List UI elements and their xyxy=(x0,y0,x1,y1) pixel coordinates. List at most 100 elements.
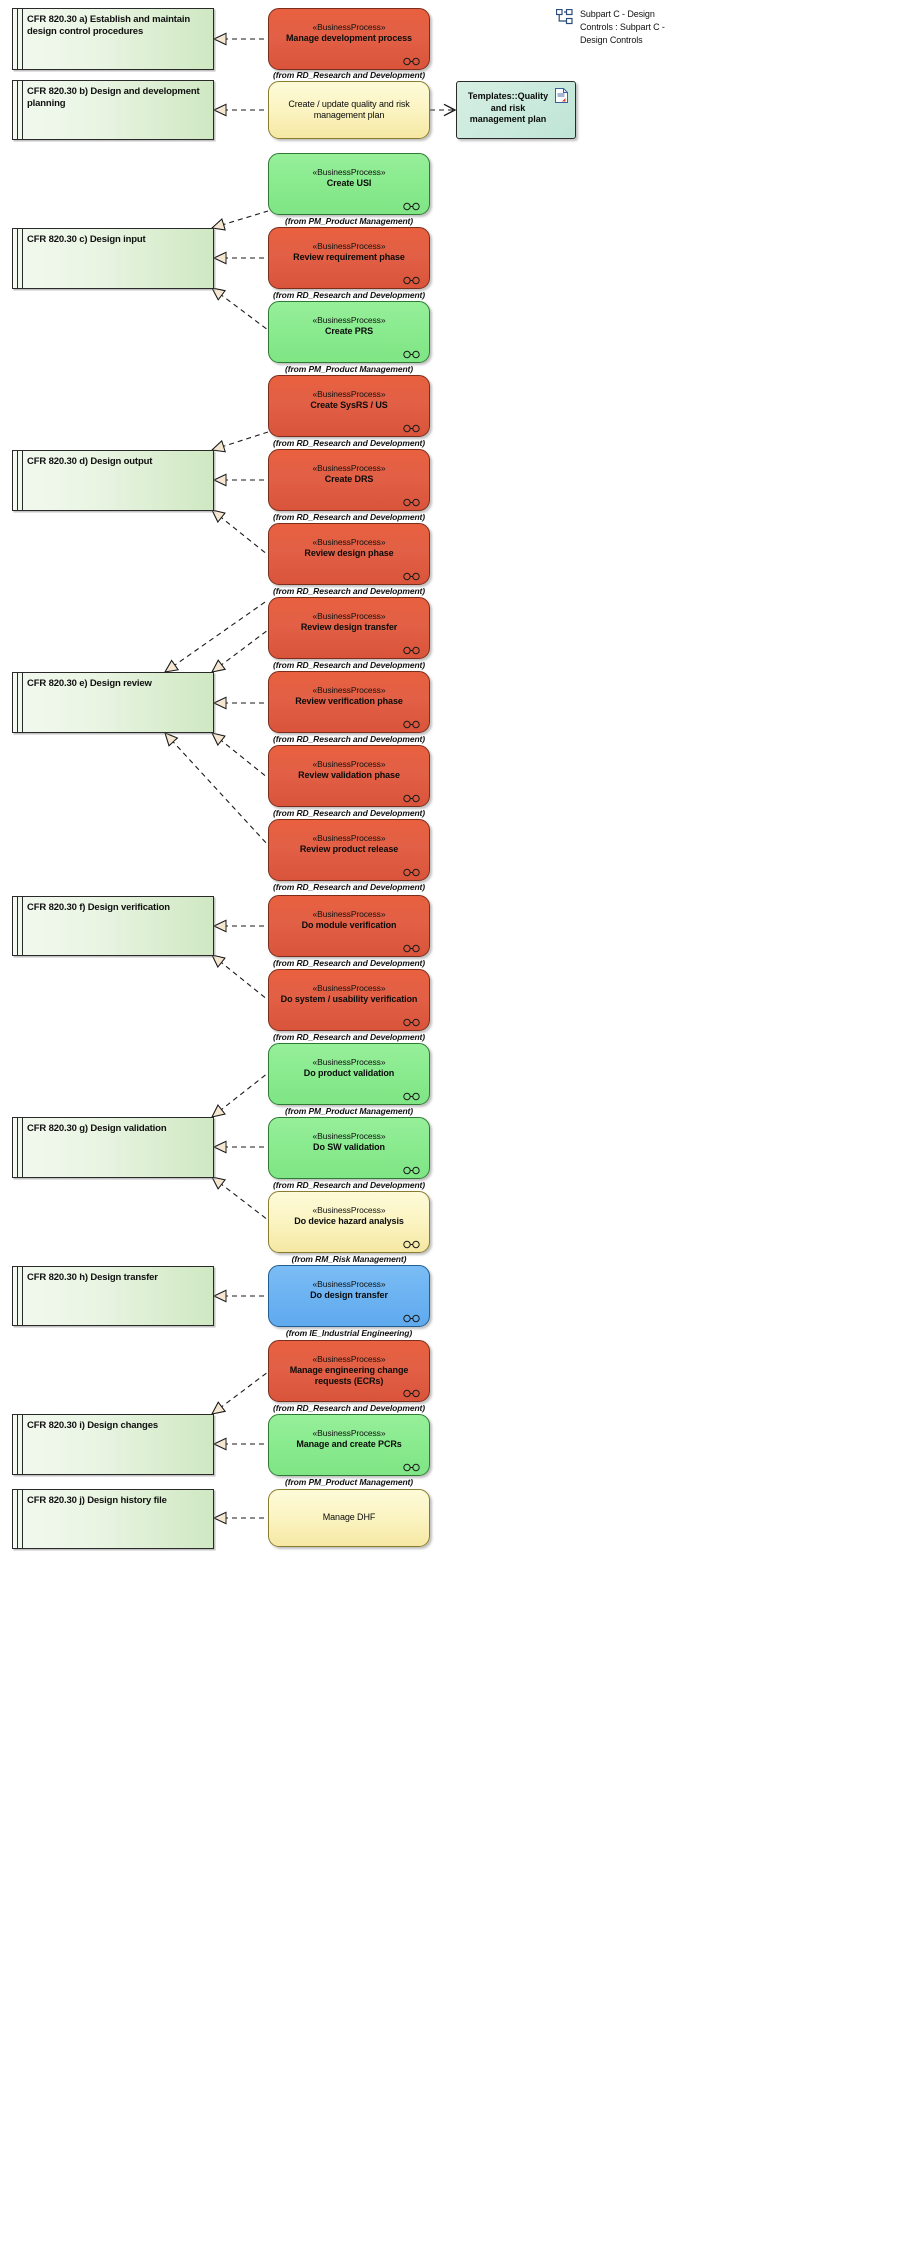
stereotype-label: «BusinessProcess» xyxy=(312,1205,386,1215)
requirement-box-f[interactable]: CFR 820.30 f) Design verification xyxy=(12,896,214,956)
from-package-caption: (from RD_Research and Development) xyxy=(273,808,425,818)
process-name: Review requirement phase xyxy=(293,251,405,262)
requirement-gutter xyxy=(13,229,23,288)
requirement-box-b[interactable]: CFR 820.30 b) Design and development pla… xyxy=(12,80,214,140)
requirement-gutter xyxy=(13,81,23,139)
business-process-icon xyxy=(403,1310,420,1323)
requirement-box-i[interactable]: CFR 820.30 i) Design changes xyxy=(12,1414,214,1475)
process-name: Do device hazard analysis xyxy=(294,1215,404,1226)
process-node-do-design-transfer[interactable]: «BusinessProcess» Do design transfer xyxy=(268,1265,430,1327)
diagram-title-legend: Subpart C - Design Controls : Subpart C … xyxy=(555,8,676,47)
business-process-icon xyxy=(403,1459,420,1472)
stereotype-label: «BusinessProcess» xyxy=(312,685,386,695)
from-package-caption: (from PM_Product Management) xyxy=(284,216,414,226)
stereotype-label: «BusinessProcess» xyxy=(312,241,386,251)
process-node-review-design-transfer[interactable]: «BusinessProcess» Review design transfer xyxy=(268,597,430,659)
from-package-caption: (from PM_Product Management) xyxy=(284,1106,414,1116)
stereotype-label: «BusinessProcess» xyxy=(312,1279,386,1289)
requirement-gutter xyxy=(13,1267,23,1325)
from-package-caption: (from IE_Industrial Engineering) xyxy=(285,1328,413,1338)
process-name: Manage engineering change requests (ECRs… xyxy=(289,1364,409,1386)
process-node-do-product-validation[interactable]: «BusinessProcess» Do product validation xyxy=(268,1043,430,1105)
process-node-do-sw-validation[interactable]: «BusinessProcess» Do SW validation xyxy=(268,1117,430,1179)
process-node-create-sysrs-us[interactable]: «BusinessProcess» Create SysRS / US xyxy=(268,375,430,437)
process-node-manage-and-create-pcrs[interactable]: «BusinessProcess» Manage and create PCRs xyxy=(268,1414,430,1476)
requirement-box-g[interactable]: CFR 820.30 g) Design validation xyxy=(12,1117,214,1178)
business-process-icon xyxy=(403,864,420,877)
process-name: Review verification phase xyxy=(295,695,403,706)
business-process-icon xyxy=(403,420,420,433)
from-package-caption: (from RD_Research and Development) xyxy=(273,1180,425,1190)
package-diagram-icon xyxy=(555,8,573,25)
process-node-review-product-release[interactable]: «BusinessProcess» Review product release xyxy=(268,819,430,881)
stereotype-label: «BusinessProcess» xyxy=(312,833,386,843)
business-process-icon xyxy=(403,716,420,729)
process-node-review-design-phase[interactable]: «BusinessProcess» Review design phase xyxy=(268,523,430,585)
requirement-gutter xyxy=(13,897,23,955)
from-package-caption: (from RD_Research and Development) xyxy=(273,734,425,744)
requirement-box-h[interactable]: CFR 820.30 h) Design transfer xyxy=(12,1266,214,1326)
process-node-create-update-quality-and-risk-management-plan[interactable]: Create / update quality and risk managem… xyxy=(268,81,430,139)
process-node-manage-dhf[interactable]: Manage DHF xyxy=(268,1489,430,1547)
requirement-box-d[interactable]: CFR 820.30 d) Design output xyxy=(12,450,214,511)
business-process-icon xyxy=(403,1385,420,1398)
stereotype-label: «BusinessProcess» xyxy=(312,1057,386,1067)
process-node-do-module-verification[interactable]: «BusinessProcess» Do module verification xyxy=(268,895,430,957)
process-node-review-verification-phase[interactable]: «BusinessProcess» Review verification ph… xyxy=(268,671,430,733)
process-name: Create DRS xyxy=(324,473,374,484)
process-name: Manage and create PCRs xyxy=(296,1438,402,1449)
requirement-gutter xyxy=(13,1490,23,1548)
requirement-label: CFR 820.30 c) Design input xyxy=(27,234,146,245)
requirement-gutter xyxy=(13,1118,23,1177)
process-name: Do system / usability verification xyxy=(280,993,418,1004)
process-name: Do module verification xyxy=(301,919,397,930)
process-name: Manage DHF xyxy=(322,1512,376,1523)
process-name: Do SW validation xyxy=(313,1141,385,1152)
process-node-create-usi[interactable]: «BusinessProcess» Create USI xyxy=(268,153,430,215)
requirement-box-e[interactable]: CFR 820.30 e) Design review xyxy=(12,672,214,733)
process-node-manage-development-process[interactable]: «BusinessProcess» Manage development pro… xyxy=(268,8,430,70)
from-package-caption: (from RD_Research and Development) xyxy=(273,1403,425,1413)
business-process-icon xyxy=(403,272,420,285)
stereotype-label: «BusinessProcess» xyxy=(312,167,386,177)
process-node-do-device-hazard-analysis[interactable]: «BusinessProcess» Do device hazard analy… xyxy=(268,1191,430,1253)
stereotype-label: «BusinessProcess» xyxy=(312,315,386,325)
from-package-caption: (from RM_Risk Management) xyxy=(291,1254,407,1264)
stereotype-label: «BusinessProcess» xyxy=(312,983,386,993)
requirement-box-a[interactable]: CFR 820.30 a) Establish and maintain des… xyxy=(12,8,214,70)
from-package-caption: (from PM_Product Management) xyxy=(284,364,414,374)
diagram-title: Subpart C - Design Controls : Subpart C … xyxy=(580,9,665,46)
from-package-caption: (from RD_Research and Development) xyxy=(273,1032,425,1042)
process-name: Review validation phase xyxy=(298,769,400,780)
business-process-icon xyxy=(403,1088,420,1101)
process-node-manage-engineering-change-requests[interactable]: «BusinessProcess» Manage engineering cha… xyxy=(268,1340,430,1402)
stereotype-label: «BusinessProcess» xyxy=(312,909,386,919)
process-name: Review product release xyxy=(299,843,399,854)
requirement-box-c[interactable]: CFR 820.30 c) Design input xyxy=(12,228,214,289)
requirement-label: CFR 820.30 f) Design verification xyxy=(27,902,170,913)
from-package-caption: (from RD_Research and Development) xyxy=(273,290,425,300)
process-node-review-validation-phase[interactable]: «BusinessProcess» Review validation phas… xyxy=(268,745,430,807)
from-package-caption: (from PM_Product Management) xyxy=(284,1477,414,1487)
from-package-caption: (from RD_Research and Development) xyxy=(273,438,425,448)
business-process-icon xyxy=(403,53,420,66)
process-node-create-drs[interactable]: «BusinessProcess» Create DRS xyxy=(268,449,430,511)
requirement-label: CFR 820.30 a) Establish and maintain des… xyxy=(27,14,191,38)
requirement-gutter xyxy=(13,451,23,510)
artifact-templates-quality-and-risk-management-plan[interactable]: Templates::Quality and risk management p… xyxy=(456,81,576,139)
from-package-caption: (from RD_Research and Development) xyxy=(273,586,425,596)
from-package-caption: (from RD_Research and Development) xyxy=(273,512,425,522)
from-package-caption: (from RD_Research and Development) xyxy=(273,70,425,80)
process-node-create-prs[interactable]: «BusinessProcess» Create PRS xyxy=(268,301,430,363)
requirement-label: CFR 820.30 b) Design and development pla… xyxy=(27,86,200,110)
requirement-label: CFR 820.30 i) Design changes xyxy=(27,1420,158,1431)
process-node-review-requirement-phase[interactable]: «BusinessProcess» Review requirement pha… xyxy=(268,227,430,289)
business-process-icon xyxy=(403,790,420,803)
stereotype-label: «BusinessProcess» xyxy=(312,1131,386,1141)
requirement-box-j[interactable]: CFR 820.30 j) Design history file xyxy=(12,1489,214,1549)
process-node-do-system-usability-verification[interactable]: «BusinessProcess» Do system / usability … xyxy=(268,969,430,1031)
stereotype-label: «BusinessProcess» xyxy=(312,611,386,621)
stereotype-label: «BusinessProcess» xyxy=(312,463,386,473)
process-name: Create SysRS / US xyxy=(310,399,388,410)
